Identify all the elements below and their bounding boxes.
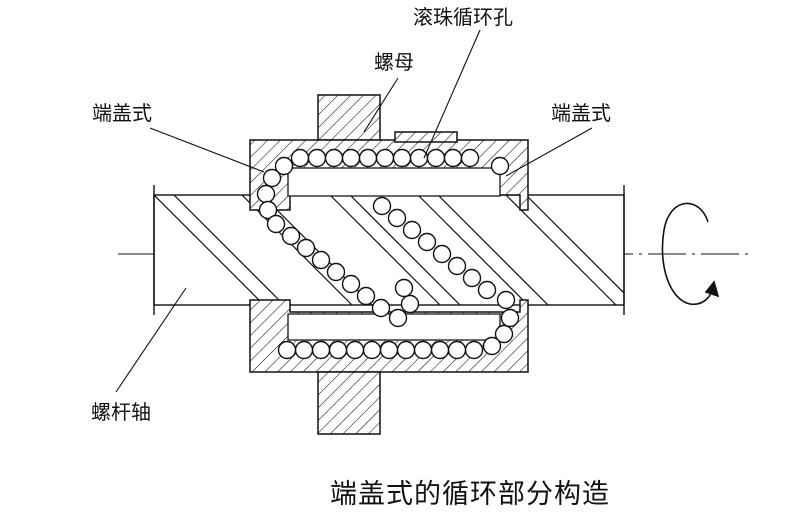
label-end-cap-left: 端盖式	[92, 101, 152, 125]
ball	[356, 286, 376, 306]
ball	[281, 226, 301, 246]
ball	[477, 280, 497, 300]
ball	[482, 336, 502, 356]
screw-shaft	[153, 185, 625, 315]
ball	[417, 232, 437, 252]
ball	[402, 220, 422, 240]
ball	[324, 148, 344, 168]
label-end-cap-right: 端盖式	[551, 101, 611, 125]
ball	[307, 148, 327, 168]
ball	[447, 256, 467, 276]
ball	[262, 168, 282, 188]
ball	[464, 340, 484, 360]
ball	[409, 148, 429, 168]
ball	[371, 298, 391, 318]
ball	[392, 148, 412, 168]
ball	[388, 308, 408, 328]
ball	[328, 340, 348, 360]
ball	[358, 148, 378, 168]
ball	[387, 208, 407, 228]
ball	[311, 250, 331, 270]
ball	[256, 184, 276, 204]
ball	[379, 340, 399, 360]
ball	[274, 156, 294, 176]
label-nut: 螺母	[374, 50, 414, 74]
leader-lines	[115, 29, 593, 393]
ball	[490, 156, 510, 176]
ball	[460, 148, 480, 168]
ball	[496, 290, 516, 310]
ball	[294, 340, 314, 360]
label-screw-shaft: 螺杆轴	[91, 400, 151, 424]
ball	[375, 148, 395, 168]
ball	[432, 244, 452, 264]
ball	[372, 196, 392, 216]
ball	[447, 340, 467, 360]
ball	[341, 274, 361, 294]
ball	[296, 238, 316, 258]
ball	[400, 294, 420, 314]
rotation-arrow	[661, 202, 720, 306]
ball	[443, 148, 463, 168]
ball	[258, 200, 278, 220]
ball	[345, 340, 365, 360]
label-ball-return-hole: 滚珠循环孔	[413, 5, 513, 29]
ball	[430, 340, 450, 360]
ball	[494, 324, 514, 344]
ball-chain	[256, 148, 520, 360]
ball	[396, 340, 416, 360]
ball	[277, 340, 297, 360]
ball	[394, 278, 414, 298]
ball	[426, 148, 446, 168]
ball	[413, 340, 433, 360]
ball	[500, 308, 520, 328]
ball	[462, 268, 482, 288]
ball	[341, 148, 361, 168]
ball	[290, 148, 310, 168]
ball	[311, 340, 331, 360]
ball	[266, 214, 286, 234]
diagram-caption: 端盖式的循环部分构造	[330, 479, 610, 510]
ball	[362, 340, 382, 360]
ball	[326, 262, 346, 282]
